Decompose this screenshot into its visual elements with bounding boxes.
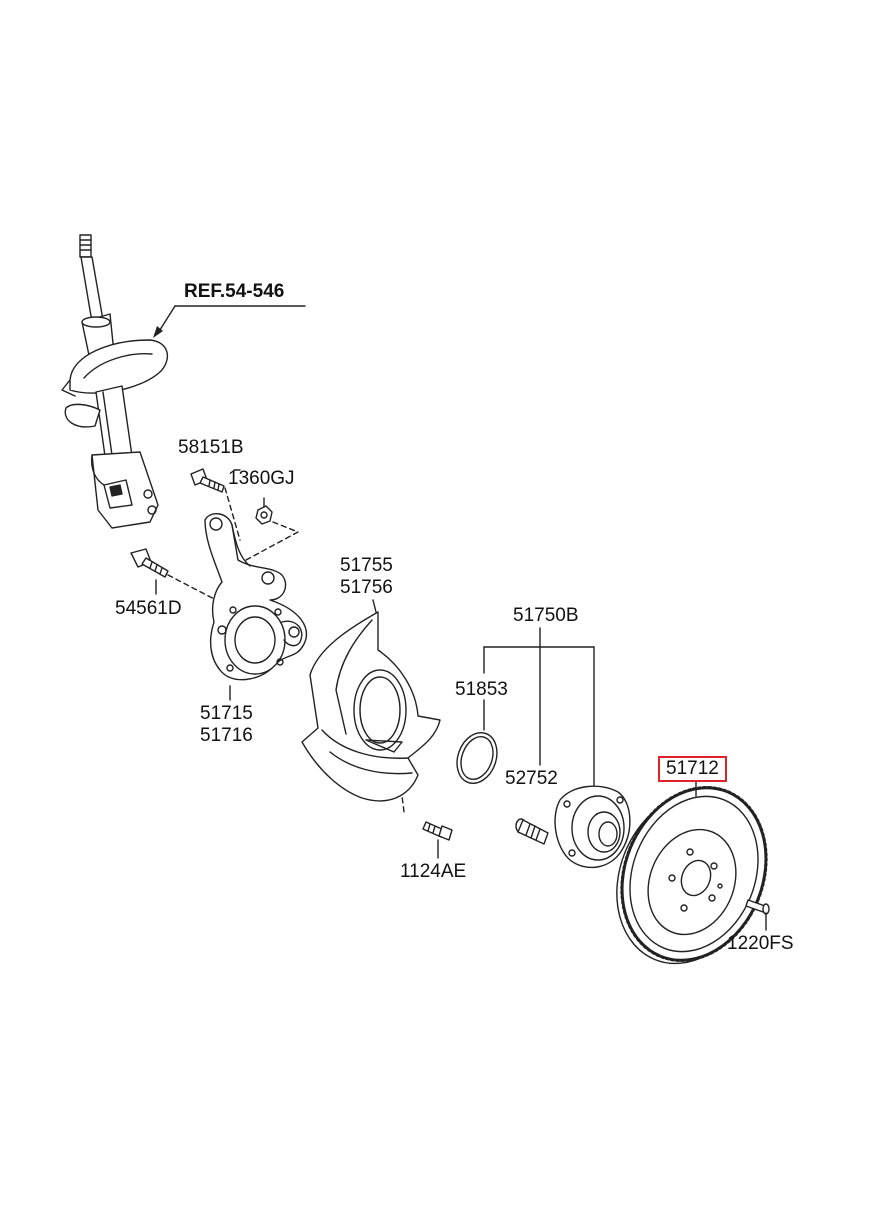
part-label-1360gj: 1360GJ — [228, 468, 295, 489]
brake-disc-51712[interactable] — [592, 767, 790, 985]
ref-label: REF.54-546 — [184, 281, 285, 302]
strut-assembly[interactable] — [62, 235, 167, 528]
leader-lines — [155, 469, 767, 931]
group-bracket-51750b — [483, 627, 595, 786]
hub-bearing-assembly[interactable] — [555, 786, 630, 867]
ref-leader — [157, 305, 176, 334]
part-label-51715: 51715 — [200, 703, 253, 724]
part-label-51716: 51716 — [200, 725, 253, 746]
bolt-1124ae[interactable] — [423, 822, 452, 840]
screw-1220fs[interactable] — [746, 900, 769, 914]
hub-bolt-52752[interactable] — [516, 819, 548, 844]
part-label-1220fs: 1220FS — [727, 933, 794, 954]
part-label-1124ae: 1124AE — [400, 861, 467, 882]
part-label-51712-highlighted[interactable]: 51712 — [658, 756, 727, 782]
part-label-51750b: 51750B — [513, 605, 579, 626]
steering-knuckle[interactable] — [205, 514, 306, 680]
dust-cover[interactable] — [302, 612, 440, 801]
part-label-54561d: 54561D — [115, 598, 182, 619]
o-ring-51853[interactable] — [450, 727, 503, 789]
nut-1360gj[interactable] — [256, 506, 272, 524]
bolt-58151b[interactable] — [191, 469, 224, 492]
part-label-58151b: 58151B — [178, 437, 244, 458]
part-label-51756: 51756 — [340, 577, 393, 598]
part-label-52752: 52752 — [505, 768, 558, 789]
part-label-51853: 51853 — [455, 679, 508, 700]
bolt-54561d[interactable] — [131, 549, 168, 577]
part-label-51755: 51755 — [340, 555, 393, 576]
